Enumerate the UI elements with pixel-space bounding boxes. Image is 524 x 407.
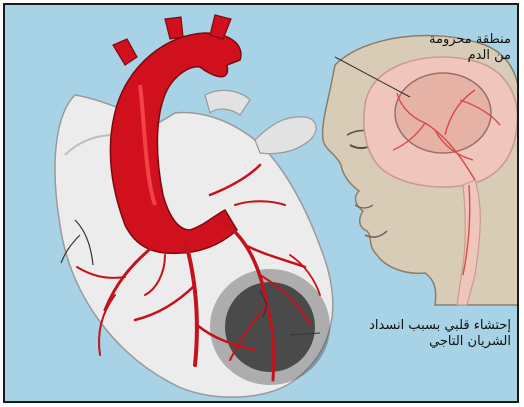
heart-label-line2: الشريان التاجي	[271, 334, 511, 350]
illustration-frame: منطقة محرومة من الدم إحتشاء قلبي بسبب ان…	[3, 3, 519, 403]
heart-attack-label: إحتشاء قلبي بسبب انسداد الشريان التاجي	[271, 318, 511, 350]
brain-label-line2: من الدم	[361, 48, 511, 64]
brain-label-line1: منطقة محرومة	[361, 32, 511, 48]
heart-label-line1: إحتشاء قلبي بسبب انسداد	[271, 318, 511, 334]
vein-stub	[205, 90, 250, 115]
brain-region-label: منطقة محرومة من الدم	[361, 32, 511, 64]
pulmonary-vessel	[255, 117, 316, 154]
